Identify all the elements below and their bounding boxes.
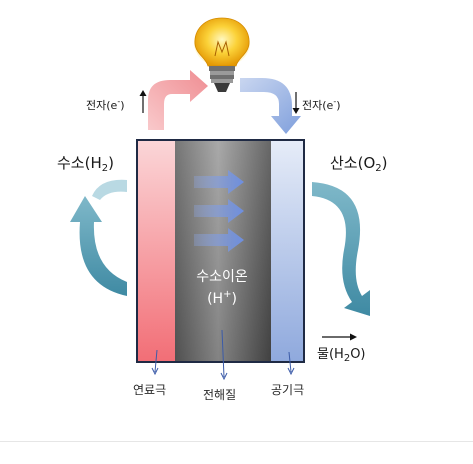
- electron-in-label: 전자(e-): [302, 97, 341, 112]
- hydrogen-flow-arrow: [70, 196, 127, 296]
- layer-pointer-lines: [151, 329, 295, 381]
- electron-out-label: 전자(e-): [86, 97, 125, 112]
- hydrogen-label: 수소(H2): [57, 154, 114, 174]
- ion-flow-arrows: [194, 170, 244, 252]
- ion-arrow-1: [194, 170, 244, 194]
- ion-arrow-2: [194, 199, 244, 223]
- water-label: 물(H2O): [317, 347, 366, 364]
- hydrogen-ion-formula: (H+): [207, 289, 237, 307]
- air-electrode-label: 공기극: [271, 383, 305, 397]
- electron-direction-arrows: [139, 90, 300, 114]
- oxygen-flow-arrow: [312, 182, 370, 316]
- footer-divider: [0, 441, 473, 442]
- air-electrode-layer: [271, 140, 304, 362]
- oxygen-label: 산소(O2): [330, 154, 388, 174]
- electron-in-arrow: [240, 78, 301, 134]
- fuel-electrode-layer: [137, 140, 175, 362]
- electron-out-arrow: [148, 70, 208, 130]
- water-out-arrow: [322, 333, 357, 341]
- lightbulb-icon: [194, 17, 250, 92]
- fuel-cell-body: [136, 139, 305, 363]
- hydrogen-ion-label: 수소이온 (H+): [174, 268, 270, 308]
- fuel-electrode-label: 연료극: [133, 383, 167, 397]
- electrolyte-label: 전해질: [203, 388, 237, 402]
- cell-outline: [136, 139, 305, 363]
- ion-arrow-3: [194, 228, 244, 252]
- hydrogen-ion-text: 수소이온: [196, 269, 248, 285]
